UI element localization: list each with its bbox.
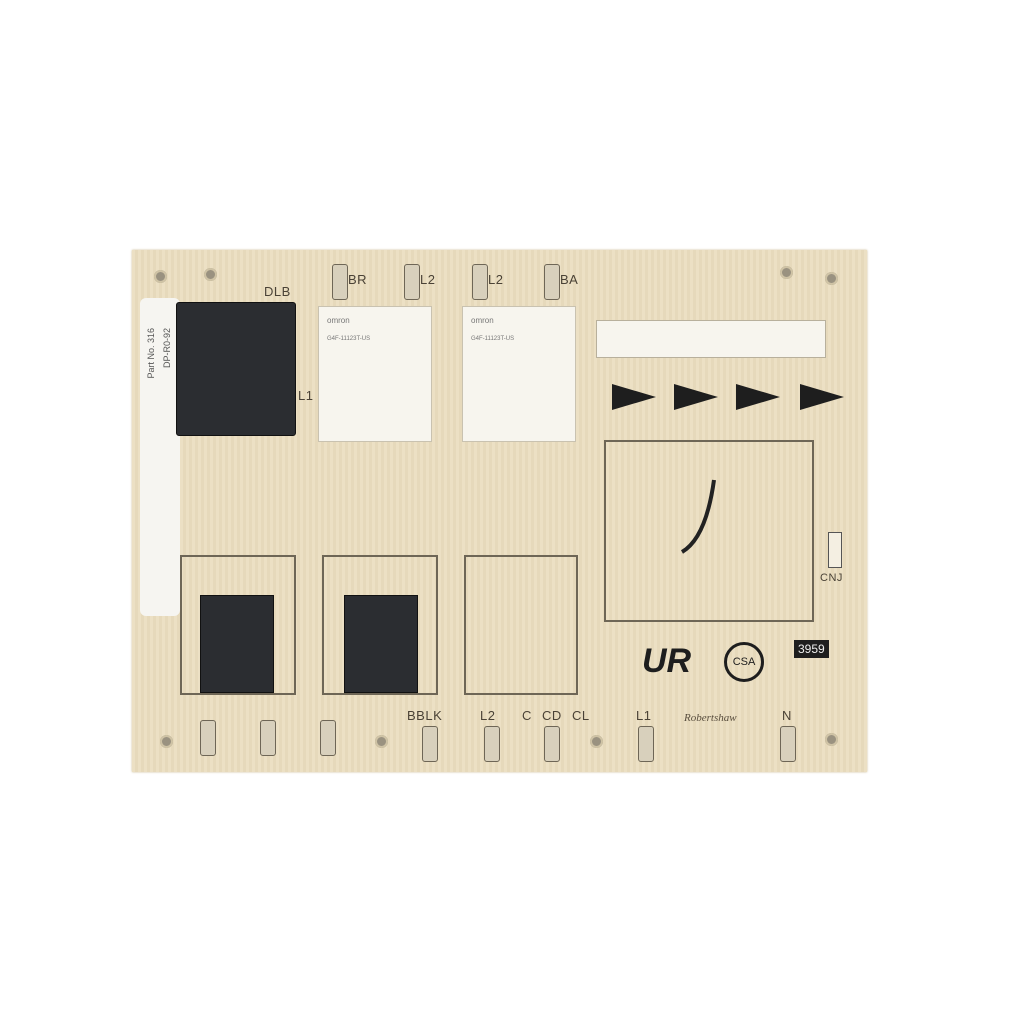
label-cd: CD	[542, 708, 562, 723]
cnj-connector	[828, 532, 842, 568]
label-bblk: BBLK	[407, 708, 443, 723]
mount-hole	[825, 733, 838, 746]
omron-relay: omron G4F-11123T-US	[318, 306, 432, 442]
maker-logo: Robertshaw	[684, 712, 737, 724]
label-dlb: DLB	[264, 284, 291, 299]
mount-hole	[780, 266, 793, 279]
label-ba: BA	[560, 272, 579, 287]
sticker-text: Part No. 316	[146, 328, 156, 379]
terminal	[422, 726, 438, 762]
terminal	[638, 726, 654, 762]
label-n: N	[782, 708, 792, 723]
csa-mark: CSA	[724, 642, 764, 682]
terminal-ba	[544, 264, 560, 300]
dlb-connector	[176, 302, 296, 436]
mount-hole	[825, 272, 838, 285]
terminal-l2	[472, 264, 488, 300]
circuit-board: Part No. 316 DP-R0-92 DLB L1 BR L2 L2 BA…	[132, 250, 867, 772]
black-relay	[344, 595, 418, 693]
relay-footprint	[464, 555, 578, 695]
label-cnj: CNJ	[820, 572, 843, 584]
arrow-icon	[612, 384, 656, 410]
terminal	[200, 720, 216, 756]
terminal-l2	[404, 264, 420, 300]
arrow-icon	[736, 384, 780, 410]
black-relay	[200, 595, 274, 693]
keypad-area	[604, 440, 814, 622]
arrow-icon	[674, 384, 718, 410]
mount-hole	[375, 735, 388, 748]
label-l2: L2	[488, 272, 504, 287]
trace-icon	[680, 479, 716, 554]
sticker-text: DP-R0-92	[162, 328, 172, 369]
mount-hole	[204, 268, 217, 281]
label-l2: L2	[480, 708, 496, 723]
label-c: C	[522, 708, 532, 723]
mount-hole	[590, 735, 603, 748]
label-l1: L1	[298, 388, 314, 403]
label-cl: CL	[572, 708, 590, 723]
date-code: 3959	[794, 640, 829, 658]
omron-relay: omron G4F-11123T-US	[462, 306, 576, 442]
relay-footprint	[322, 555, 438, 695]
label-l1: L1	[636, 708, 652, 723]
header-connector	[596, 320, 826, 358]
terminal	[544, 726, 560, 762]
label-l2: L2	[420, 272, 436, 287]
ur-mark: UR	[642, 642, 692, 680]
label-br: BR	[348, 272, 368, 287]
arrow-icon	[800, 384, 844, 410]
mount-hole	[160, 735, 173, 748]
relay-footprint	[180, 555, 296, 695]
terminal	[484, 726, 500, 762]
terminal	[260, 720, 276, 756]
part-sticker: Part No. 316 DP-R0-92	[140, 298, 180, 616]
terminal	[780, 726, 796, 762]
terminal-br	[332, 264, 348, 300]
mount-hole	[154, 270, 167, 283]
terminal	[320, 720, 336, 756]
